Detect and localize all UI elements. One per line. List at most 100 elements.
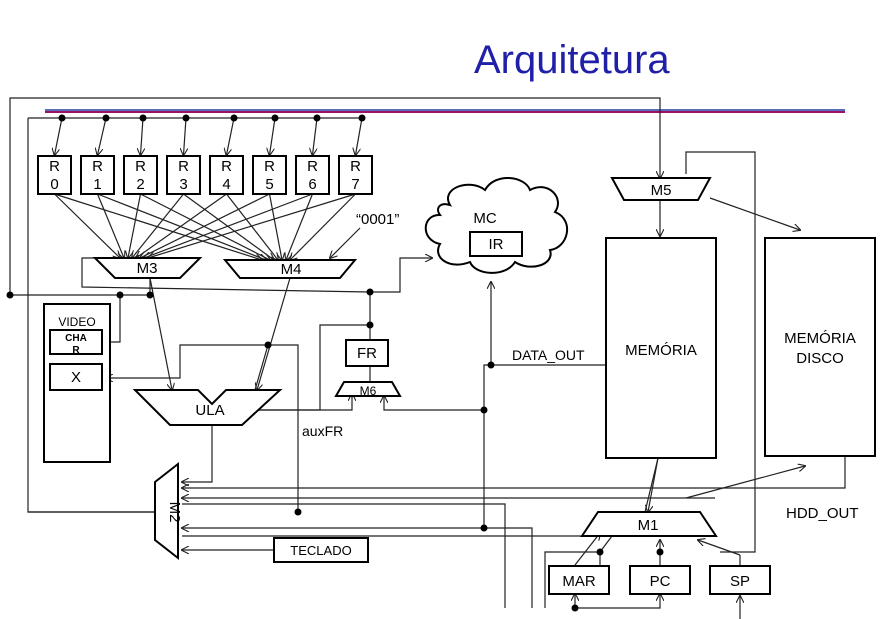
register-r6-label-top: R (307, 158, 318, 175)
register-r1-label-top: R (92, 158, 103, 175)
disk-memory-label-line1: MEMÓRIA (784, 330, 856, 347)
register-r0-to-m3-wire (54, 193, 121, 258)
mux-m2 (154, 461, 179, 561)
register-r1-to-m3-wire (96, 193, 125, 258)
ir-label: IR (489, 236, 504, 253)
register-r3-to-m3-wire (132, 193, 184, 258)
auxfr-label: auxFR (302, 423, 343, 439)
register-r7-to-m3-wire (148, 193, 356, 258)
ula-block (132, 389, 283, 426)
register-r4-input-wire (227, 117, 235, 155)
register-r2-label-top: R (135, 158, 146, 175)
mux-m6-label: M6 (360, 384, 377, 398)
register-r2-bus-dot (139, 114, 147, 122)
register-r5-to-m4-wire (268, 193, 283, 260)
mar-label: MAR (562, 573, 596, 590)
register-r6-bus-dot (313, 114, 321, 122)
char-register (49, 329, 103, 355)
mux-m1 (580, 511, 718, 537)
x-register (49, 363, 103, 391)
register-r0-bus-dot (58, 114, 66, 122)
register-r1-to-m4-wire (97, 193, 267, 260)
register-r2-label-bottom: 2 (136, 176, 144, 193)
mux-m4 (222, 259, 358, 279)
diagram-title: Arquitetura (474, 38, 670, 82)
mux-m5 (610, 177, 712, 201)
mux-m5-label: M5 (651, 182, 672, 199)
register-r1 (80, 155, 115, 195)
register-r7-to-m4-wire (290, 193, 356, 260)
register-r0 (37, 155, 72, 195)
register-r1-label-bottom: 1 (93, 176, 101, 193)
mux-m6 (334, 381, 402, 397)
register-r4-to-m3-wire (136, 193, 227, 258)
keyboard-label: TECLADO (290, 543, 351, 558)
fr-label: FR (357, 345, 377, 362)
register-r6-to-m4-wire (286, 193, 314, 260)
register-r7-bus-dot (358, 114, 366, 122)
register-r6-input-wire (313, 117, 318, 155)
register-r3-input-wire (184, 117, 187, 155)
register-r4-to-m4-wire (226, 193, 279, 260)
register-r3-to-m4-wire (183, 193, 275, 260)
data-out-label: DATA_OUT (512, 347, 585, 363)
register-r3 (166, 155, 201, 195)
ir-register (469, 231, 523, 257)
register-r0-label-top: R (49, 158, 60, 175)
pc-register (629, 565, 691, 595)
register-r4-bus-dot (230, 114, 238, 122)
register-r5 (252, 155, 287, 195)
mux-m1-label: M1 (638, 517, 659, 534)
register-r5-label-top: R (264, 158, 275, 175)
disk-memory-block (764, 237, 876, 457)
memory-block (605, 237, 717, 459)
register-r7-input-wire (356, 117, 363, 155)
register-r0-to-m4-wire (54, 193, 263, 260)
mux-m3-label: M3 (137, 260, 158, 277)
char-label-line2: R (72, 345, 80, 356)
register-r2-to-m3-wire (128, 193, 142, 258)
register-r6-label-bottom: 6 (308, 176, 316, 193)
junction-dots (6, 114, 664, 612)
register-r1-input-wire (98, 117, 107, 155)
mux-m3 (92, 257, 203, 279)
register-r7 (338, 155, 373, 195)
register-r5-to-m3-wire (140, 193, 270, 258)
register-r3-label-bottom: 3 (179, 176, 187, 193)
register-r0-label-bottom: 0 (50, 176, 58, 193)
mc-label: MC (473, 210, 496, 227)
sp-register (709, 565, 771, 595)
mc-cloud (424, 176, 569, 274)
mux-m4-label: M4 (281, 261, 302, 278)
register-r6-to-m3-wire (144, 193, 313, 258)
register-r1-bus-dot (102, 114, 110, 122)
mux-m2-label: M2 (166, 502, 183, 523)
register-r2-input-wire (141, 117, 144, 155)
register-r0-input-wire (55, 117, 63, 155)
char-label-line1: CHA (65, 333, 87, 344)
register-r3-label-top: R (178, 158, 189, 175)
register-r5-label-bottom: 5 (265, 176, 273, 193)
memory-label: MEMÓRIA (625, 342, 697, 359)
ula-label: ULA (195, 402, 224, 419)
fr-register (345, 339, 389, 367)
sp-label: SP (730, 573, 750, 590)
register-r5-input-wire (270, 117, 276, 155)
constant-0001-label: “0001” (356, 211, 399, 228)
register-r4-label-top: R (221, 158, 232, 175)
disk-memory-label-line2: DISCO (796, 350, 844, 367)
x-label: X (71, 369, 81, 386)
register-r2-to-m4-wire (140, 193, 271, 260)
register-r5-bus-dot (271, 114, 279, 122)
register-r7-label-bottom: 7 (351, 176, 359, 193)
register-r4-label-bottom: 4 (222, 176, 230, 193)
video-label: VIDEO (58, 315, 95, 329)
register-r2 (123, 155, 158, 195)
register-r3-bus-dot (182, 114, 190, 122)
keyboard-block (273, 537, 369, 563)
register-r7-label-top: R (350, 158, 361, 175)
register-r4 (209, 155, 244, 195)
pc-label: PC (650, 573, 671, 590)
